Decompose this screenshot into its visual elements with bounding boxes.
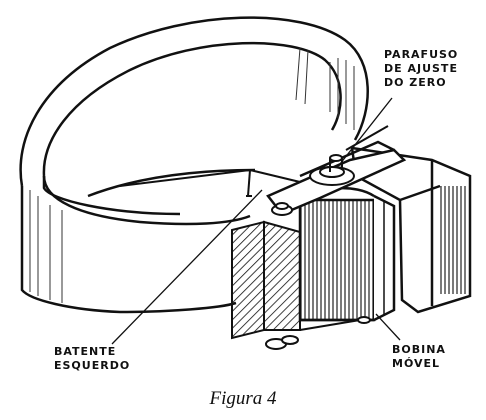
label-moving-coil: BOBINA MÓVEL (392, 343, 446, 371)
label-left-stop-line2: ESQUERDO (54, 359, 131, 372)
label-zero-adjust: PARAFUSO DE AJUSTE DO ZERO (384, 48, 458, 90)
top-screw (271, 202, 293, 216)
bottom-pivot (265, 316, 371, 350)
leader-zero-adjust (339, 97, 393, 165)
zero-adjust-screw (309, 125, 389, 186)
label-moving-coil-line2: MÓVEL (392, 357, 441, 370)
leader-left-stop (111, 189, 263, 345)
magnet-shading (29, 47, 355, 303)
label-moving-coil-line1: BOBINA (392, 343, 446, 356)
leader-moving-coil (375, 313, 401, 341)
figure-caption: Figura 4 (209, 388, 277, 409)
permanent-magnet (19, 16, 369, 314)
label-left-stop-line1: BATENTE (54, 345, 117, 358)
label-zero-adjust-line3: DO ZERO (384, 76, 447, 89)
label-left-stop: BATENTE ESQUERDO (54, 345, 130, 373)
pointer-needle (119, 168, 301, 197)
label-zero-adjust-line1: PARAFUSO (384, 48, 459, 61)
left-pole-piece (231, 220, 301, 340)
moving-coil (298, 186, 396, 322)
block-shading (440, 186, 466, 294)
leader-lines (111, 97, 401, 345)
label-zero-adjust-line2: DE AJUSTE (384, 62, 458, 75)
